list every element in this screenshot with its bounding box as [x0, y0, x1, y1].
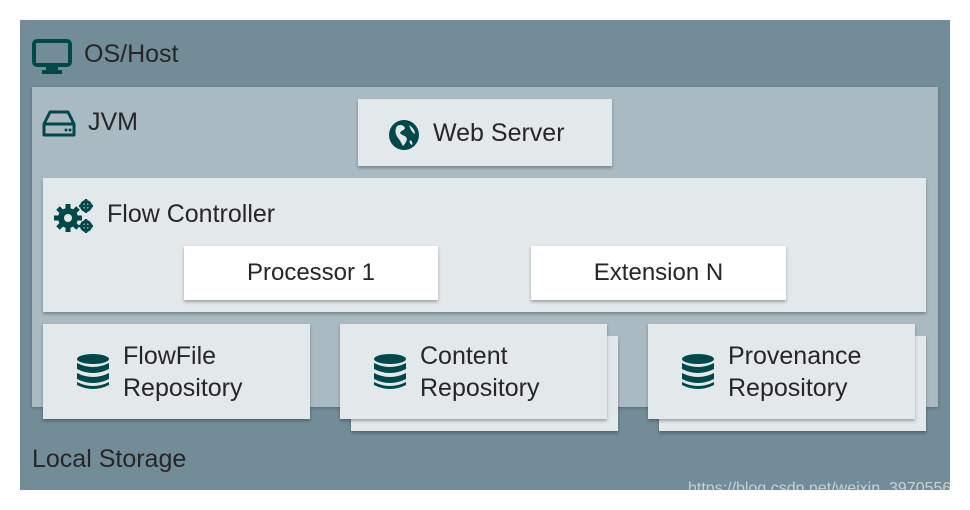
repo-type: Repository	[123, 373, 243, 402]
flow-controller-box: Flow Controller Processor 1 Extension N	[43, 178, 926, 312]
gears-icon	[54, 199, 93, 233]
web-server-box: Web Server	[358, 99, 612, 166]
os-host-label: OS/Host	[84, 40, 179, 68]
repo-type: Repository	[420, 373, 540, 402]
repo-name: Content	[420, 341, 508, 370]
watermark: https://blog.csdn.net/weixin_3970556	[688, 480, 950, 490]
flow-controller-label: Flow Controller	[107, 200, 276, 228]
local-storage-label: Local Storage	[32, 445, 187, 473]
database-icon	[77, 353, 109, 389]
globe-icon	[389, 120, 419, 150]
jvm-label: JVM	[88, 108, 138, 136]
database-icon	[374, 353, 406, 389]
repo-name: Provenance	[728, 341, 862, 370]
repo-type: Repository	[728, 373, 848, 402]
extension-box: Extension N	[531, 246, 786, 300]
monitor-icon	[32, 39, 72, 74]
processor-box: Processor 1	[184, 246, 438, 300]
repo-name: FlowFile	[123, 341, 217, 370]
database-icon	[682, 353, 714, 389]
web-server-label: Web Server	[433, 119, 565, 147]
hard-drive-icon	[42, 110, 76, 137]
